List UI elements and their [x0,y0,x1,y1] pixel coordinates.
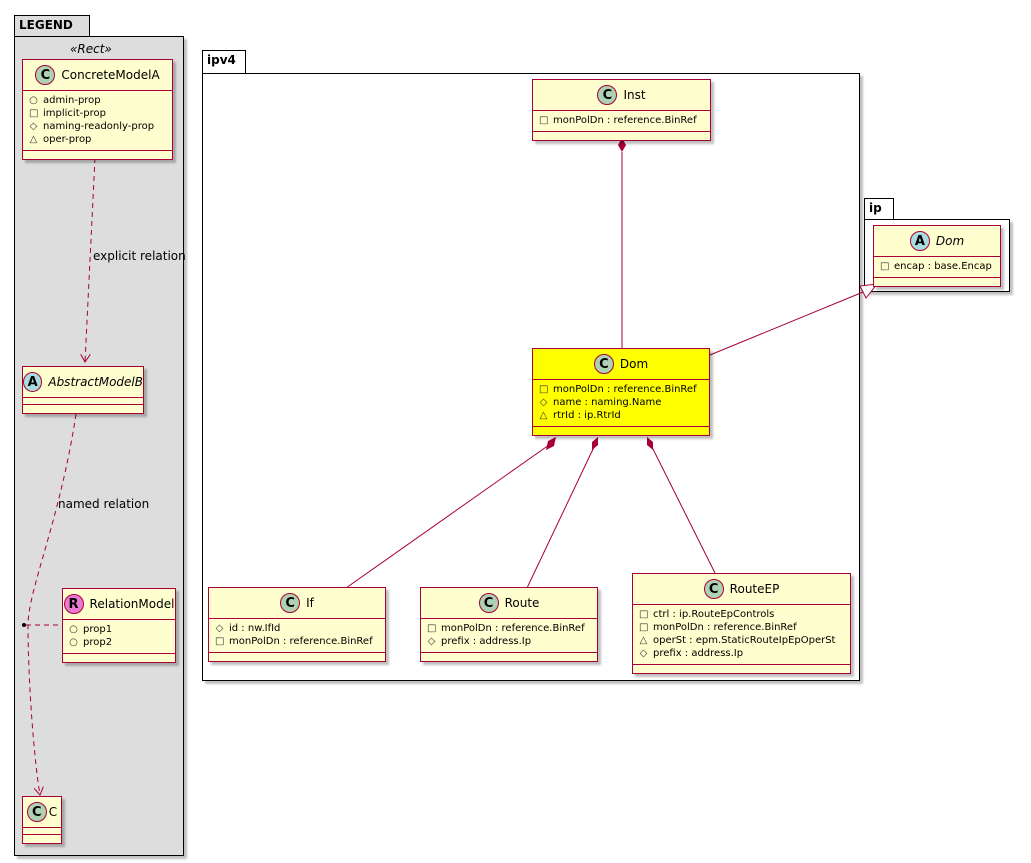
class-name: C [48,805,58,819]
class-icon: C [280,593,301,613]
route-class[interactable]: C Route □monPolDn : reference.BinRef ◇pr… [420,587,598,662]
attribute-row: △oper-prop [29,134,92,145]
attribute-row: ◇name : naming.Name [539,397,662,408]
legend-package-tab: LEGEND [14,15,90,37]
package-visibility-icon: △ [639,635,648,646]
protected-visibility-icon: ◇ [639,648,648,659]
attribute-row: □ctrl : ip.RouteEpControls [639,609,775,620]
attribute-row: □monPolDn : reference.BinRef [539,384,697,395]
legend-package-title: LEGEND [19,18,73,32]
class-icon: C [26,802,47,822]
ip-package-title: ip [869,201,882,215]
routeep-class[interactable]: C RouteEP □ctrl : ip.RouteEpControls □mo… [632,573,851,674]
attribute-list: □encap : base.Encap [874,257,1000,278]
ipv4-package-tab: ipv4 [202,50,246,74]
dom-if-composition [345,444,550,589]
legend-stereotype: «Rect» [70,42,112,56]
protected-visibility-icon: ◇ [539,397,548,408]
inst-composition-diamond [618,138,626,152]
attribute-row: ◇id : nw.IfId [215,623,281,634]
attribute-list: ○prop1 ○prop2 [63,620,175,654]
private-visibility-icon: □ [880,261,890,272]
explicit-relation-label: explicit relation [93,249,186,263]
attribute-row: ◇prefix : address.Ip [639,648,744,659]
attribute-row: □monPolDn : reference.BinRef [215,636,373,647]
class-name: ConcreteModelA [61,68,160,82]
legend-package [14,36,184,856]
class-name: Dom [619,357,649,371]
if-class[interactable]: C If ◇id : nw.IfId □monPolDn : reference… [208,587,386,662]
attribute-row: △rtrId : ip.RtrId [539,410,621,421]
private-visibility-icon: □ [539,115,549,126]
dom-route-diamond [592,437,598,450]
generalization-triangle [859,283,879,299]
class-icon: C [597,85,618,105]
attribute-row: ◇prefix : address.Ip [427,636,532,647]
private-visibility-icon: □ [639,609,649,620]
abstract-class-icon: A [909,231,930,251]
attribute-row: □monPolDn : reference.BinRef [539,115,697,126]
protected-visibility-icon: ◇ [215,623,224,634]
attribute-list: □monPolDn : reference.BinRef ◇prefix : a… [421,619,597,653]
concrete-model-class[interactable]: C ConcreteModelA ○admin-prop □implicit-p… [22,59,173,160]
attribute-list: ◇id : nw.IfId □monPolDn : reference.BinR… [209,619,385,653]
class-name: Inst [623,88,646,102]
class-icon: C [703,579,724,599]
inst-class[interactable]: C Inst □monPolDn : reference.BinRef [532,79,711,141]
class-icon: C [35,65,56,85]
package-visibility-icon: △ [539,410,548,421]
explicit-relation-edge [85,157,96,362]
private-visibility-icon: □ [215,636,225,647]
private-visibility-icon: □ [29,108,39,119]
private-visibility-icon: □ [427,623,437,634]
relation-icon: R [63,594,84,614]
dom-routeep-composition [651,446,716,574]
attribute-list: ○admin-prop □implicit-prop ◇naming-reado… [23,91,172,151]
attribute-list: □monPolDn : reference.BinRef ◇name : nam… [533,380,709,427]
public-visibility-icon: ○ [69,624,78,635]
dom-ipdom-generalization [709,289,869,356]
class-name: RouteEP [729,582,780,596]
ip-dom-class[interactable]: A Dom □encap : base.Encap [873,225,1001,287]
abstract-model-class[interactable]: A AbstractModelB [22,366,144,414]
attribute-row: ○prop1 [69,624,113,635]
private-visibility-icon: □ [639,622,649,633]
class-name: Route [504,596,540,610]
relation-join-dot [22,623,26,627]
class-name: AbstractModelB [48,375,143,389]
ip-package-tab: ip [864,198,894,220]
class-name: RelationModel [89,597,175,611]
attribute-row: □monPolDn : reference.BinRef [639,622,797,633]
public-visibility-icon: ○ [69,637,78,648]
dom-if-diamond [546,437,556,450]
private-visibility-icon: □ [539,384,549,395]
attribute-list: □ctrl : ip.RouteEpControls □monPolDn : r… [633,605,850,665]
attribute-row: △operSt : epm.StaticRouteIpEpOperSt [639,635,836,646]
attribute-list: □monPolDn : reference.BinRef [533,111,710,132]
relation-model-class[interactable]: R RelationModel ○prop1 ○prop2 [62,588,176,663]
attribute-row: ◇naming-readonly-prop [29,121,155,132]
class-icon: C [478,593,499,613]
ipv4-package-title: ipv4 [207,53,236,67]
attribute-row: □encap : base.Encap [880,261,992,272]
attribute-row: □implicit-prop [29,108,106,119]
attribute-row: ○prop2 [69,637,113,648]
protected-visibility-icon: ◇ [427,636,436,647]
class-icon: C [593,354,614,374]
class-name: If [306,596,314,610]
dom-routeep-diamond [647,437,653,450]
public-visibility-icon: ○ [29,95,38,106]
package-visibility-icon: △ [29,134,38,145]
dom-class[interactable]: C Dom □monPolDn : reference.BinRef ◇name… [532,348,710,436]
protected-visibility-icon: ◇ [29,121,38,132]
class-name: Dom [935,234,965,248]
abstract-class-icon: A [23,372,43,392]
attribute-row: ○admin-prop [29,95,101,106]
dom-route-composition [526,446,595,589]
attribute-row: □monPolDn : reference.BinRef [427,623,585,634]
c-class[interactable]: C C [22,796,62,844]
named-relation-label: named relation [58,497,150,511]
